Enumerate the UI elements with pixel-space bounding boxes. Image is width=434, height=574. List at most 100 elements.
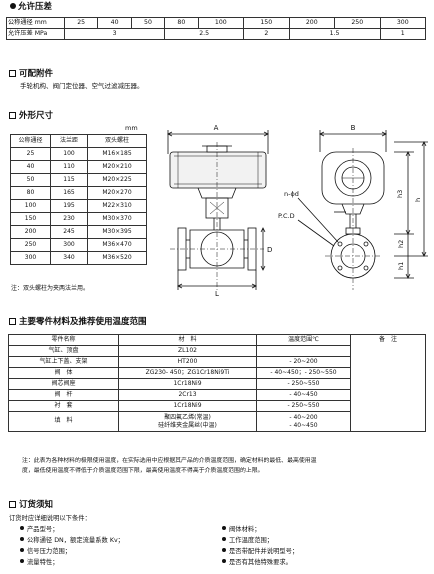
table-cell: 1Cr18Ni9	[118, 378, 257, 390]
filler-material-1: 聚四氟乙烯(常温)	[164, 414, 211, 421]
table-cell: HT200	[118, 356, 257, 368]
bullet-icon	[222, 548, 226, 552]
bullet-icon	[222, 537, 226, 541]
section-square-icon	[9, 318, 16, 325]
table-cell: 300	[50, 238, 88, 252]
materials-note-line-2: 度，最低使用温度不得低于介质温度范围下限，最高使用温度不得高于介质温度范围的上限…	[22, 468, 264, 474]
bullet-icon	[20, 537, 24, 541]
table-cell: 允许压差 MPa	[6, 28, 65, 40]
table-cell: 2Cr13	[118, 389, 257, 401]
dim-label-h3: h3	[396, 190, 404, 198]
pressure-section-title: 允许压差	[10, 2, 52, 13]
table-header-cell: 备 注	[350, 334, 426, 432]
materials-section-title: 主要零件材料及推荐使用温度范围	[9, 317, 147, 328]
section-square-icon	[9, 70, 16, 77]
dimensions-section-title: 外形尺寸	[9, 111, 53, 122]
table-cell: 40	[10, 160, 51, 174]
order-item-left-1: 产品型号；	[20, 526, 58, 533]
table-cell: - 40~450	[256, 389, 351, 401]
table-cell: ZG230- 450；ZG1Cr18Ni9Ti	[118, 367, 257, 379]
table-row: 填 料 聚四氟乙烯(常温) 硅纤维夹金属丝(中温) - 40~200 - 40~…	[8, 411, 426, 432]
filler-material-2: 硅纤维夹金属丝(中温)	[158, 421, 217, 429]
section-square-icon	[9, 501, 16, 508]
table-cell: 公称通径 mm	[6, 17, 65, 29]
table-header-cell: 公称通径	[10, 134, 51, 148]
table-header-cell: 法兰距	[50, 134, 88, 148]
table-cell: ZL102	[118, 345, 257, 357]
table-cell: - 40~450；- 250~550	[256, 367, 351, 379]
ordering-intro: 订货时应详细说明以下条件：	[9, 515, 91, 522]
table-row: 零件名称 材 料 温度范围℃ 备 注	[8, 334, 426, 432]
table-cell: 150	[243, 17, 290, 29]
table-cell: 245	[50, 225, 88, 239]
table-cell: M30×395	[87, 225, 147, 239]
table-cell: - 20~200	[256, 356, 351, 368]
table-cell: 150	[10, 212, 51, 226]
table-cell: 300	[10, 251, 51, 265]
dim-label-d: D	[267, 246, 272, 254]
table-cell: 195	[50, 199, 88, 213]
table-cell: 200	[288, 17, 336, 29]
bullet-dot-icon	[10, 3, 16, 9]
table-cell: 1.5	[288, 28, 381, 40]
bullet-icon	[20, 548, 24, 552]
pressure-table: 公称通径 mm 25 40 50 80 100 150 200 250 300 …	[6, 17, 426, 40]
table-cell: 340	[50, 251, 88, 265]
table-cell: 衬 套	[8, 400, 119, 412]
table-cell: 阀 杆	[8, 389, 119, 401]
bullet-icon	[20, 526, 24, 530]
table-cell: 230	[50, 212, 88, 226]
dim-label-pcd: P.C.D	[278, 212, 295, 220]
dim-label-a: A	[214, 124, 219, 132]
table-cell: 100	[10, 199, 51, 213]
table-cell: 250	[334, 17, 381, 29]
table-cell: - 250~550	[256, 400, 351, 412]
bullet-icon	[222, 526, 226, 530]
table-cell: 80	[164, 17, 199, 29]
dim-label-h: h	[414, 198, 422, 202]
table-cell: 25	[63, 17, 99, 29]
table-cell: 300	[379, 17, 426, 29]
table-cell: 气缸上下盖、支架	[8, 356, 119, 368]
table-cell: M20×210	[87, 160, 147, 174]
table-cell: 200	[10, 225, 51, 239]
table-cell: 110	[50, 160, 88, 174]
bullet-icon	[20, 559, 24, 563]
materials-note-line-1: 注：此表为各种材料的极限使用温度，在实际选用中应根据其产品的介质温度范围，确定材…	[22, 458, 317, 464]
table-cell: 3	[63, 28, 166, 40]
table-cell: 115	[50, 173, 88, 187]
order-item-right-1: 阀体材料；	[222, 526, 260, 533]
table-cell: 阀 体	[8, 367, 119, 379]
table-header-cell: 温度范围℃	[256, 334, 351, 346]
table-cell: M20×270	[87, 186, 147, 200]
table-cell: 2	[243, 28, 290, 40]
table-cell: 2.5	[164, 28, 245, 40]
table-row: 公称通径 mm 25 40 50 80 100 150 200 250 300	[6, 17, 426, 29]
table-header-cell: 零件名称	[8, 334, 119, 346]
filler-temp-1: - 40~200	[289, 414, 318, 421]
table-cell: 50	[130, 17, 166, 29]
table-cell: 80	[10, 186, 51, 200]
table-cell: 阀芯阀座	[8, 378, 119, 390]
table-header-cell: 双头螺柱	[87, 134, 147, 148]
table-cell: 100	[50, 147, 88, 161]
table-header-cell: 材 料	[118, 334, 257, 346]
table-cell: M36×520	[87, 251, 147, 265]
table-cell: 165	[50, 186, 88, 200]
accessories-section-title: 可配附件	[9, 69, 53, 80]
table-cell: M30×370	[87, 212, 147, 226]
ordering-section-title: 订货须知	[9, 500, 53, 511]
table-cell: M16×185	[87, 147, 147, 161]
dim-label-nd: n-ϕd	[284, 190, 299, 198]
